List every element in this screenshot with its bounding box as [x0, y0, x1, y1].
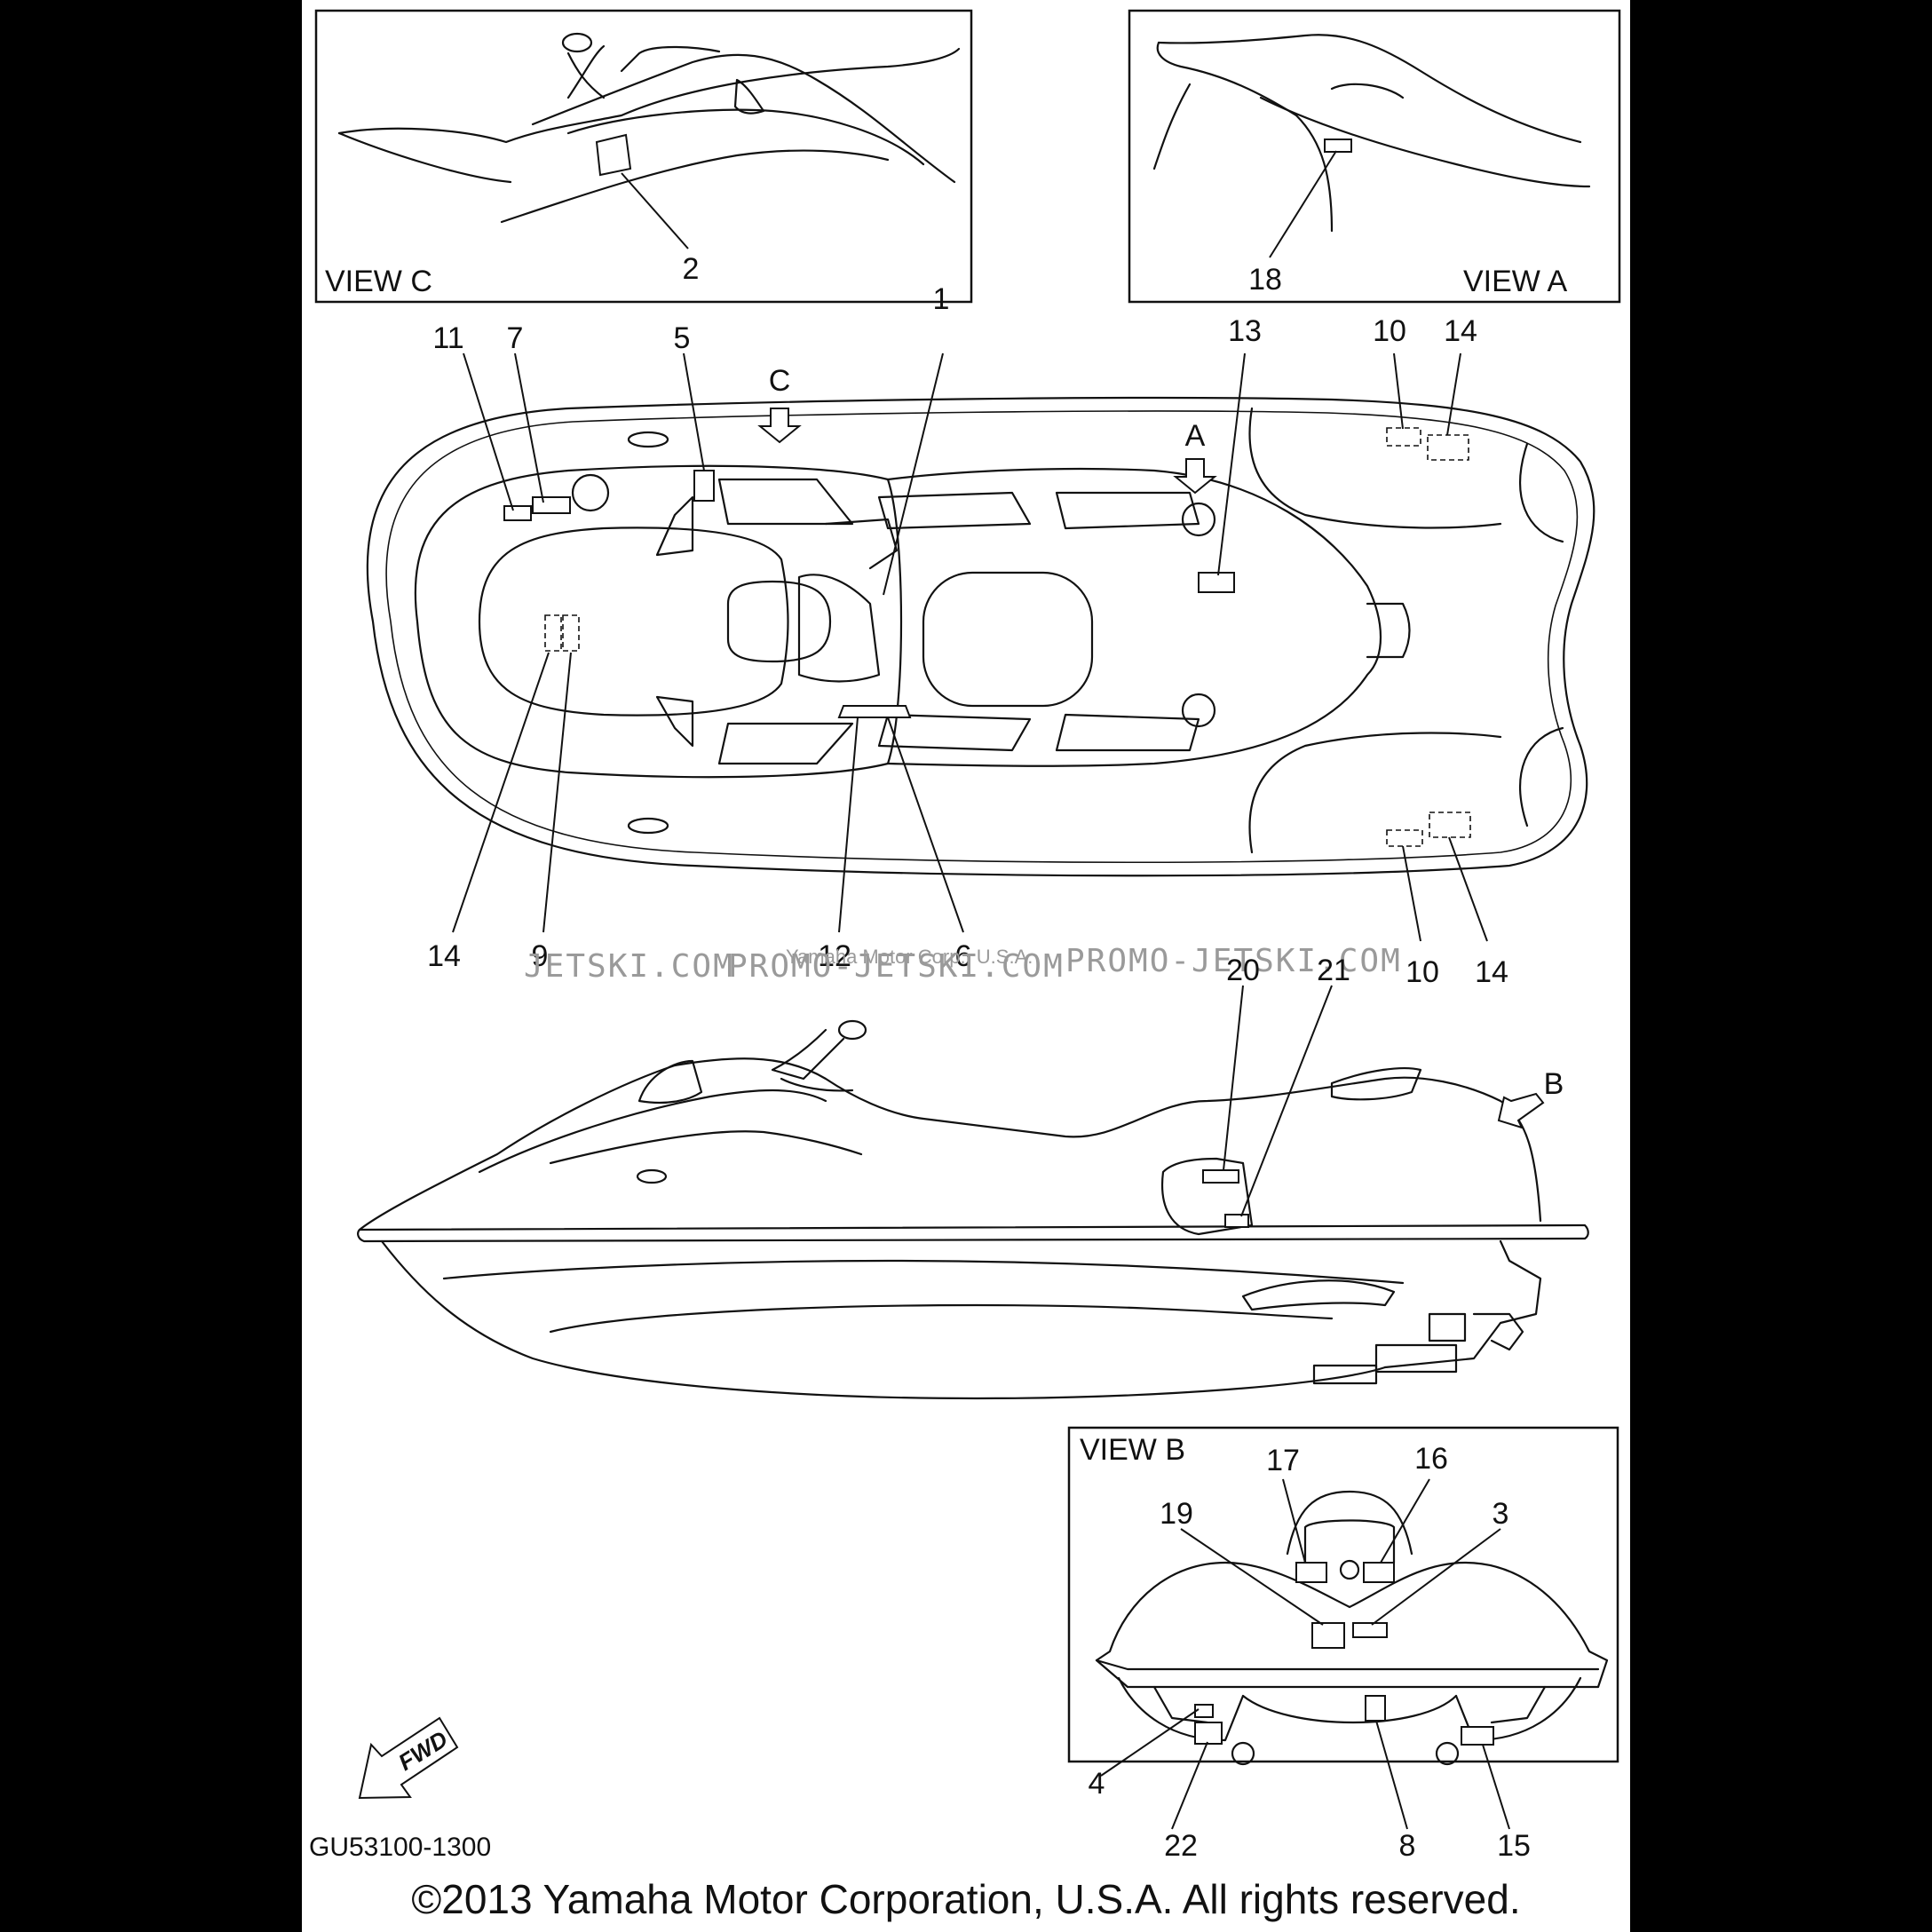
callout-5: 5 — [674, 321, 691, 355]
view-b-panel: VIEW B 17 16 19 3 4 22 8 15 — [1067, 1426, 1619, 1863]
copyright: ©2013 Yamaha Motor Corporation, U.S.A. A… — [411, 1876, 1520, 1922]
callout-15: 15 — [1497, 1829, 1531, 1863]
view-b-title: VIEW B — [1080, 1433, 1185, 1467]
callout-1: 1 — [933, 282, 950, 316]
callout-11: 11 — [432, 321, 463, 355]
view-marker-a: A — [1185, 419, 1206, 453]
view-c-title: VIEW C — [325, 265, 432, 298]
callout-8: 8 — [1399, 1829, 1416, 1863]
callout-22: 22 — [1164, 1829, 1198, 1863]
view-a-panel: 18 VIEW A — [1128, 9, 1621, 304]
callout-2: 2 — [683, 252, 700, 286]
callout-3: 3 — [1493, 1497, 1509, 1531]
callout-17: 17 — [1266, 1444, 1300, 1477]
watermark-middle: PROMO-JETSKI.COM — [728, 948, 1065, 985]
callout-9: 9 — [532, 939, 549, 973]
watermark-faint: Yamaha Motor Corp., U.S.A. — [786, 946, 1033, 968]
fwd-arrow: FWD — [358, 1716, 459, 1800]
callout-6: 6 — [955, 939, 972, 973]
callout-18: 18 — [1248, 263, 1282, 297]
view-c-panel: 2 VIEW C — [314, 9, 973, 304]
top-view: C A 11 7 5 1 13 10 14 14 9 12 6 10 14 — [366, 282, 1595, 989]
callout-20: 20 — [1226, 954, 1260, 987]
view-a-title: VIEW A — [1463, 265, 1567, 298]
callout-16: 16 — [1414, 1442, 1448, 1476]
callout-4: 4 — [1089, 1767, 1105, 1801]
callout-7: 7 — [507, 321, 524, 355]
view-marker-c: C — [769, 364, 791, 398]
callout-14-left: 14 — [427, 939, 461, 973]
watermark: JETSKI.COM PROMO-JETSKI.COM PROMO-JETSKI… — [524, 943, 1402, 985]
callout-19: 19 — [1160, 1497, 1193, 1531]
side-view: 20 21 B — [357, 954, 1589, 1400]
part-code: GU53100-1300 — [309, 1833, 491, 1862]
callout-13: 13 — [1228, 314, 1262, 348]
view-marker-b: B — [1544, 1067, 1564, 1101]
callout-10-top: 10 — [1373, 314, 1406, 348]
callout-14-bottom: 14 — [1475, 955, 1508, 989]
callout-10-bottom: 10 — [1405, 955, 1439, 989]
watermark-right: PROMO-JETSKI.COM — [1065, 943, 1402, 979]
callout-12: 12 — [818, 939, 851, 973]
callout-14-top: 14 — [1444, 314, 1477, 348]
callout-21: 21 — [1317, 954, 1350, 987]
watermark-left: JETSKI.COM — [524, 948, 734, 985]
